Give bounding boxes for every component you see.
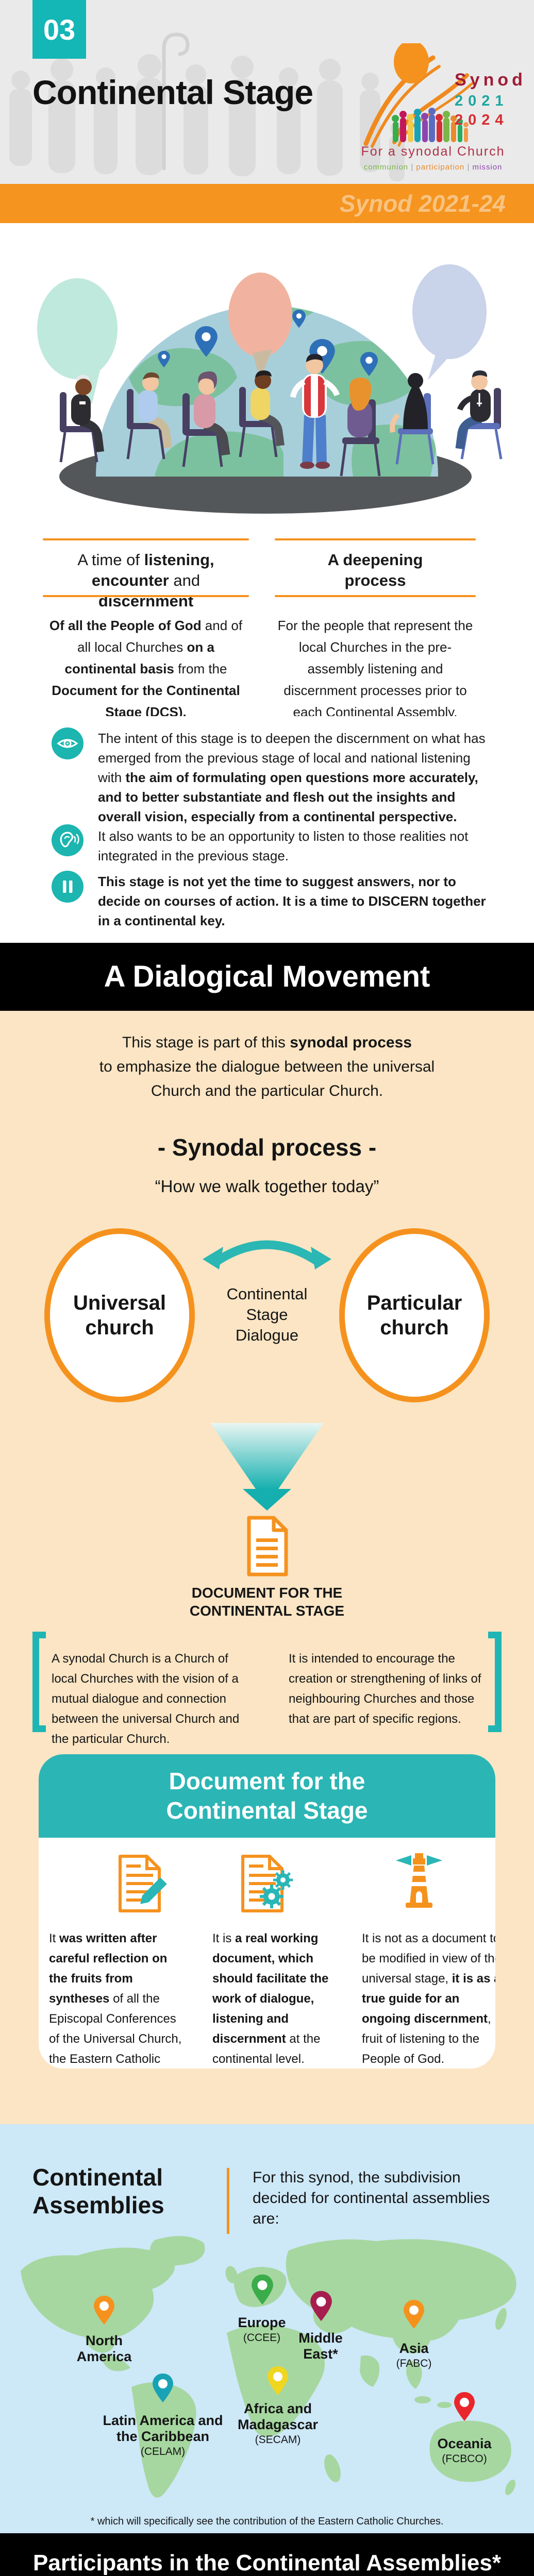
universal-church-circle: Universal church: [44, 1228, 195, 1402]
dialogical-section: This stage is part of this synodal proce…: [0, 1011, 534, 2124]
divider: [43, 538, 249, 540]
synodal-process-title: - Synodal process -: [157, 1134, 377, 1161]
bullet-listen-text: It also wants to be an opportunity to li…: [98, 828, 469, 863]
right-bracket: [488, 1632, 502, 1732]
page-title: Continental Stage: [32, 73, 313, 111]
speech-bubbles: [37, 264, 487, 404]
divider: [43, 595, 249, 597]
header-section: 03 Continental Stage: [0, 0, 534, 184]
links-text: It is intended to encourage the creation…: [289, 1652, 481, 1726]
walk-together-quote: “How we walk together today”: [155, 1177, 379, 1196]
funnel-arrow-icon: [210, 1423, 324, 1511]
dcs-col3-text: It is not as a document to be modified i…: [362, 1931, 495, 2066]
band-label: Synod 2021-24: [339, 190, 506, 217]
stage-intent-bullets: The intent of this stage is to deepen th…: [0, 716, 534, 943]
participants-banner: Participants in the Continental Assembli…: [0, 2533, 534, 2576]
pause-icon: [52, 871, 84, 903]
region-label: Asia(FABC): [396, 2341, 432, 2369]
ear-icon: [52, 824, 84, 856]
dcs-card-header: [39, 1754, 495, 1838]
logo-motto: communion | participation | mission: [363, 163, 503, 172]
assemblies-title: Continental Assemblies: [32, 2164, 164, 2218]
dcs-card: Document for the Continental Stage: [39, 1754, 495, 2069]
region-label: Oceania(FCBCO): [437, 2436, 492, 2465]
continental-stage-dialogue-label: Continental Stage Dialogue: [226, 1285, 308, 1344]
region-label: Latin America and the Caribbean(CELAM): [103, 2413, 223, 2458]
dialogue-arrow-icon: [203, 1240, 331, 1269]
synod-logo: Synod 2021 2024 For a synodal Church com…: [345, 43, 523, 178]
document-pencil-icon: [119, 1855, 167, 1912]
left-bracket: [32, 1632, 46, 1732]
logo-year-2024: 2024: [455, 112, 509, 128]
divider: [227, 2168, 229, 2234]
assemblies-intro: For this synod, the subdivision decided …: [253, 2169, 490, 2227]
region-label: Middle East*: [298, 2330, 343, 2362]
dcs-col2-text: It is a real working document, which sho…: [212, 1931, 329, 2066]
left-column-heading: A time of listening, encounter and disce…: [77, 551, 214, 610]
map-footnote: * which will specifically see the contri…: [90, 2516, 444, 2527]
bullet-discern-text: This stage is not yet the time to sugges…: [98, 874, 486, 928]
dialogical-intro: This stage is part of this synodal proce…: [99, 1034, 435, 1099]
stage-number-badge: 03: [32, 0, 86, 59]
synodal-church-text: A synodal Church is a Church of local Ch…: [52, 1652, 240, 1746]
dcs-col1-text: It was written after careful reflection …: [49, 1931, 182, 2066]
left-column-body: Of all the People of God and of all loca…: [49, 618, 243, 716]
logo-word-synod: Synod: [455, 70, 526, 90]
location-pin-icon: [268, 2366, 288, 2395]
location-pin-icon: [310, 2291, 332, 2321]
document-gears-icon: [241, 1855, 293, 1912]
logo-tagline: For a synodal Church: [361, 144, 505, 159]
location-pin-icon: [94, 2296, 114, 2325]
dialogical-banner-title: A Dialogical Movement: [104, 960, 430, 993]
stage-definition-columns: A time of listening, encounter and disce…: [0, 523, 534, 716]
location-pin-icon: [404, 2300, 424, 2329]
region-label: Africa and Madagascar(SECAM): [237, 2401, 319, 2446]
divider: [275, 595, 476, 597]
illustration-section: [0, 223, 534, 523]
location-pin-icon: [454, 2392, 475, 2421]
region-label: North America: [76, 2333, 132, 2364]
dcs-diagram-label: DOCUMENT FOR THE CONTINENTAL STAGE: [189, 1585, 345, 1619]
right-column-body: For the people that represent the local …: [277, 618, 473, 716]
participants-banner-title: Participants in the Continental Assembli…: [33, 2550, 501, 2575]
location-pin-icon: [252, 2274, 273, 2305]
location-pin-icon: [153, 2374, 173, 2402]
logo-year-2021: 2021: [455, 93, 509, 109]
lighthouse-icon: [396, 1853, 442, 1908]
title-band: Synod 2021-24: [0, 184, 534, 223]
dialogical-banner: A Dialogical Movement: [0, 943, 534, 1011]
eye-icon: [52, 727, 84, 759]
group-dialogue-illustration: [37, 264, 503, 514]
bullet-intent-text: The intent of this stage is to deepen th…: [98, 731, 486, 824]
crowd-silhouettes: [9, 32, 405, 181]
seated-people: [59, 354, 503, 477]
synod-logo-art: [363, 43, 474, 148]
right-column-heading: A deepening process: [327, 551, 423, 589]
document-icon: [247, 1516, 288, 1577]
particular-church-circle: Particular church: [339, 1228, 490, 1402]
divider: [275, 538, 476, 540]
region-label: Europe(CCEE): [238, 2315, 286, 2344]
continental-assemblies-section: Continental Assemblies For this synod, t…: [0, 2124, 534, 2533]
dcs-card-title: Document for the Continental Stage: [166, 1768, 368, 1824]
